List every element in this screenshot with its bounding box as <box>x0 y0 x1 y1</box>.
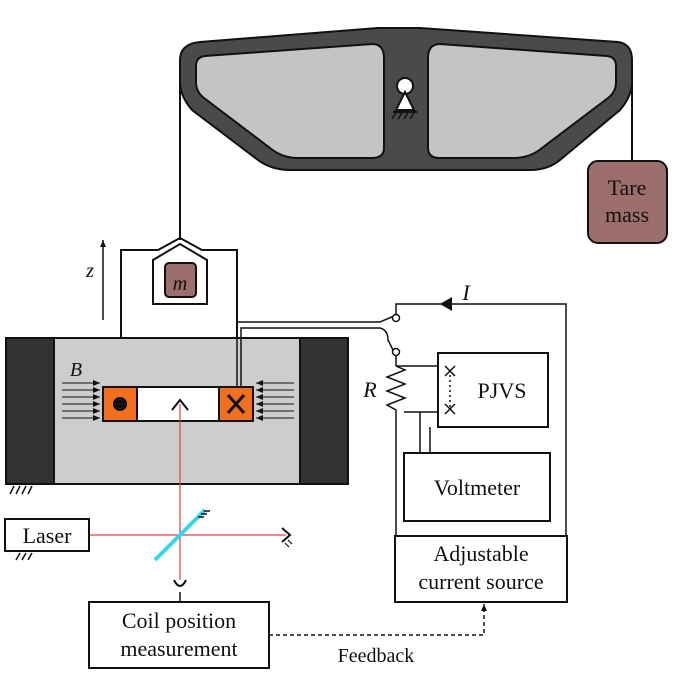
pjvs-box: PJVS <box>437 352 549 428</box>
tare-mass-label-1: Tare <box>608 175 647 200</box>
current-source-label-1: Adjustable <box>433 541 528 566</box>
coil-position-label-2: measurement <box>120 636 237 661</box>
current-in-icon <box>226 394 246 414</box>
voltmeter-box: Voltmeter <box>403 452 551 522</box>
magnetic-field-lines-left <box>62 380 100 421</box>
coil-wire-2 <box>240 327 395 387</box>
feedback-line <box>269 604 487 636</box>
pjvs-label: PJVS <box>478 378 527 403</box>
current-source-label-2: current source <box>418 569 543 594</box>
current-source-box: Adjustable current source <box>394 535 568 603</box>
terminal-top <box>391 313 401 323</box>
resistor-label: R <box>362 377 377 402</box>
mass-pan: m <box>120 236 238 342</box>
retroreflector-icon <box>171 398 189 411</box>
field-B-label: B <box>70 359 82 381</box>
terminal-bottom <box>391 347 401 357</box>
tare-mass: Tare mass <box>587 160 668 244</box>
z-axis-label: z <box>85 260 94 282</box>
laser-label: Laser <box>23 523 73 548</box>
beam-splitter <box>153 508 207 562</box>
laser-path <box>90 404 286 580</box>
beam-splitter-hatch <box>198 510 210 518</box>
voltmeter-label: Voltmeter <box>434 475 521 500</box>
photodetector-right-icon <box>281 527 292 543</box>
coil-position-box: Coil position measurement <box>88 601 270 669</box>
resistor-icon <box>384 365 408 412</box>
balance-beam <box>179 27 633 171</box>
photodetector-bottom-icon <box>173 579 187 587</box>
current-out-icon <box>113 397 127 411</box>
current-arrow-icon <box>440 297 452 311</box>
magnetic-field-lines-right <box>256 380 294 421</box>
tare-mass-label-2: mass <box>605 202 649 227</box>
coil-wire-1 <box>236 315 395 387</box>
coil-position-label-1: Coil position <box>122 608 236 633</box>
feedback-label: Feedback <box>338 645 415 667</box>
mass-label: m <box>173 273 187 295</box>
josephson-junction-icon <box>444 365 456 415</box>
pivot-icon <box>391 77 417 120</box>
current-label: I <box>461 280 471 305</box>
laser-source: Laser <box>4 518 90 561</box>
